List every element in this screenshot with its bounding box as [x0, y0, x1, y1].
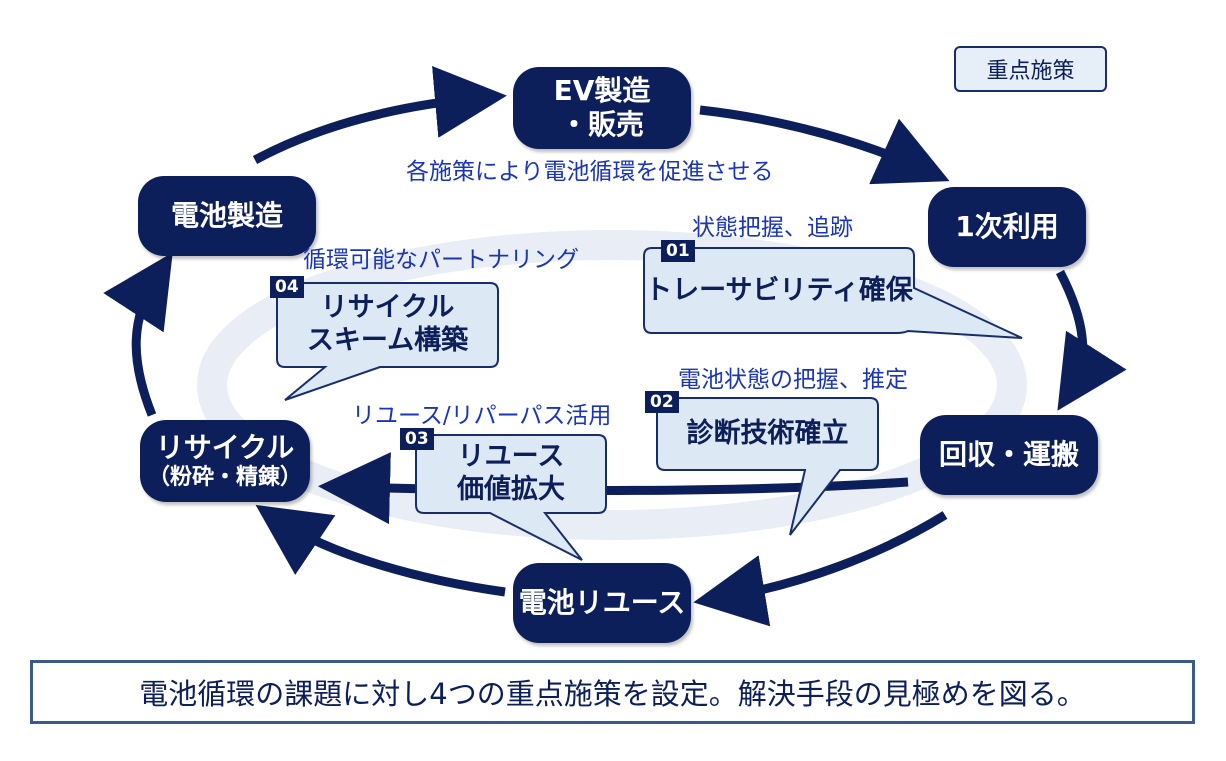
- node-ev-line1: EV製造: [553, 74, 651, 108]
- measure-01-caption: 状態把握、追跡: [692, 215, 853, 241]
- measure-01-line1: トレーサビリティ確保: [645, 275, 913, 307]
- node-battery-manufacturing: 電池製造: [138, 176, 316, 256]
- summary-box: 電池循環の課題に対し4つの重点施策を設定。解決手段の見極めを図る。: [30, 660, 1195, 724]
- arrow-collection-to-reuse: [693, 511, 948, 627]
- measure-01-title: トレーサビリティ確保: [644, 250, 914, 333]
- measure-03-number: 03: [400, 428, 434, 450]
- bubble-01-shape: [643, 247, 1023, 339]
- center-caption: 各施策により電池循環を促進させる: [406, 159, 774, 185]
- node-first-use-label: 1次利用: [955, 210, 1059, 244]
- measure-01-number: 01: [661, 240, 695, 262]
- arrow-first-use-to-collection: [1056, 269, 1127, 411]
- node-recycle-line1: リサイクル: [155, 431, 295, 464]
- measure-02-title: 診断技術確立: [657, 398, 878, 470]
- background-ring: [197, 230, 1027, 540]
- node-recycle-line2: （粉砕・精錬）: [147, 464, 302, 490]
- measure-02-number: 02: [645, 391, 679, 413]
- arrow-recycle-to-battery: [103, 252, 173, 417]
- arrow-battery-to-ev: [252, 66, 507, 164]
- node-battery-reuse: 電池リユース: [513, 563, 691, 643]
- measure-02-line1: 診断技術確立: [686, 417, 849, 449]
- node-battery-mfg-label: 電池製造: [170, 199, 283, 233]
- node-collection-transport: 回収・運搬: [920, 415, 1098, 495]
- legend-key-measures: 重点施策: [954, 46, 1107, 92]
- measure-04-line2: スキーム構築: [306, 325, 469, 356]
- node-collection-label: 回収・運搬: [938, 438, 1079, 472]
- node-first-use: 1次利用: [928, 187, 1086, 267]
- node-ev-line2: ・販売: [559, 108, 644, 141]
- node-recycle: リサイクル （粉砕・精錬）: [140, 420, 310, 502]
- measure-04-number: 04: [270, 276, 304, 298]
- measure-04-caption: 循環可能なパートナリング: [303, 247, 579, 273]
- node-reuse-label: 電池リユース: [518, 586, 686, 620]
- measure-03-title: リユース 価値拡大: [416, 435, 606, 513]
- node-ev-manufacturing-sales: EV製造 ・販売: [513, 67, 691, 149]
- measure-04-title: リサイクル スキーム構築: [277, 283, 498, 367]
- arrow-reuse-to-recycle: [255, 504, 506, 597]
- measure-03-line2: 価値拡大: [457, 474, 565, 505]
- measure-04-line1: リサイクル: [320, 292, 455, 324]
- measure-03-caption: リユース/リパーパス活用: [352, 403, 612, 429]
- arrow-ev-to-first-use: [699, 105, 950, 185]
- measure-03-line1: リユース: [457, 441, 565, 473]
- measure-02-caption: 電池状態の把握、推定: [678, 367, 908, 393]
